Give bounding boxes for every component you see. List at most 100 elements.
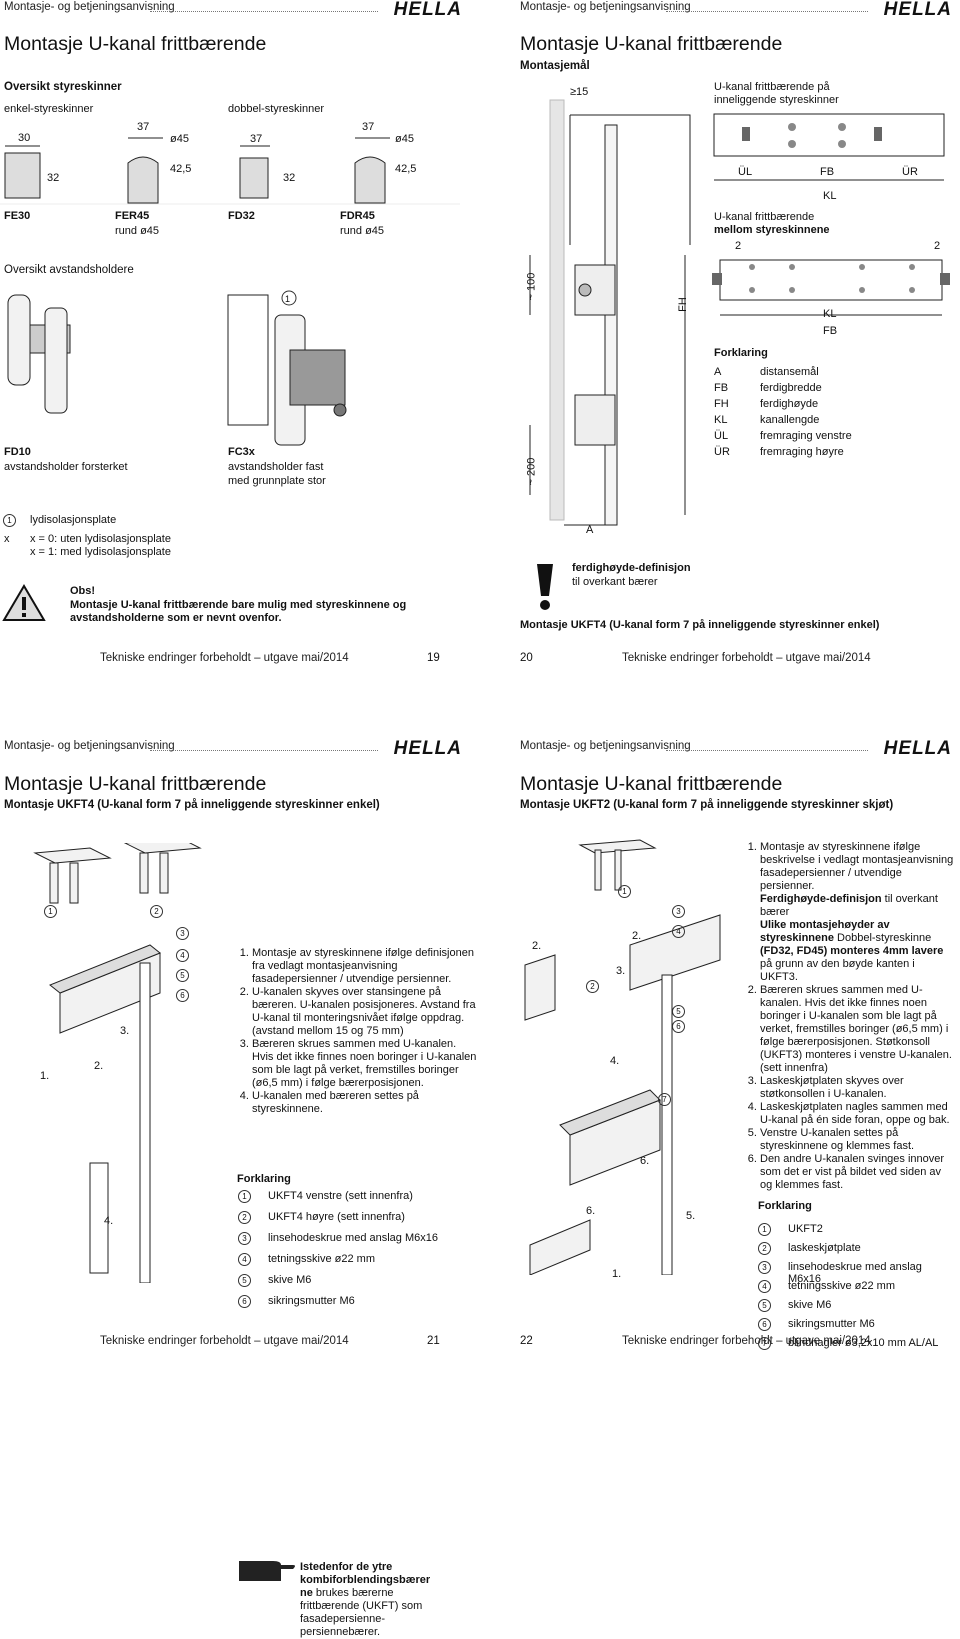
dim-200: ~ 200 — [525, 457, 538, 486]
dim-2: 2 — [934, 240, 941, 252]
legend-value: tetningsskive ø22 mm — [268, 1253, 375, 1265]
dim-label: 32 — [283, 172, 296, 184]
page-header: Montasje- og betjeningsanvisning HELLA — [490, 738, 960, 761]
page-header: Montasje- og betjeningsanvisning HELLA — [0, 0, 470, 22]
figure-step-label: 1. — [612, 1268, 622, 1280]
step-item: Den andre U-kanalen svinges innover som … — [760, 1153, 955, 1192]
page-subtitle: Montasje UKFT2 (U-kanal form 7 på inneli… — [520, 799, 894, 811]
figure-marker-icon: 4 — [672, 925, 685, 938]
dim-label: 37 — [250, 133, 263, 145]
rail-name: FDR45 — [340, 210, 375, 222]
legend-marker-icon: 4 — [238, 1253, 251, 1266]
figure-marker-icon: 3 — [176, 927, 189, 940]
page-title: Montasje U-kanal frittbærende — [520, 773, 783, 795]
dim-label: ≥15 — [570, 86, 589, 98]
legend-value: UKFT4 høyre (sett innenfra) — [268, 1211, 405, 1223]
manual-label: Montasje- og betjeningsanvisning — [4, 740, 175, 752]
channel-top-view-1 — [713, 113, 945, 181]
figure-step-label: 6. — [640, 1155, 650, 1167]
joint-assembly-illustration — [524, 839, 721, 1275]
definition-title: ferdighøyde-definisjon — [572, 562, 691, 574]
manual-label: Montasje- og betjeningsanvisning — [4, 1, 175, 13]
dim-100: ~ 100 — [525, 272, 538, 301]
legend-value: linsehodeskrue med anslag M6x16 — [788, 1261, 922, 1285]
dim-label: 37 — [137, 121, 150, 133]
legend-marker-icon: 3 — [238, 1232, 251, 1245]
legend-marker-icon: 4 — [758, 1280, 771, 1293]
legend-value: fremraging venstre — [760, 430, 852, 442]
legend-key: FH — [714, 398, 729, 410]
legend-value: skive M6 — [788, 1299, 832, 1311]
legend-value: UKFT4 venstre (sett innenfra) — [268, 1190, 413, 1202]
figure-marker-icon: 6 — [672, 1020, 685, 1033]
legend-value: laskeskjøtplate — [788, 1242, 861, 1254]
figure-marker-icon: 5 — [176, 969, 189, 982]
legend-value: UKFT2 — [788, 1223, 823, 1235]
legend-marker-icon: 6 — [238, 1295, 251, 1308]
legend-value: sikringsmutter M6 — [268, 1295, 355, 1307]
legend-title: Forklaring — [714, 347, 768, 359]
footer-text: Tekniske endringer forbeholdt – utgave m… — [100, 652, 349, 664]
rail-name: FE30 — [4, 210, 31, 222]
figure-step-label: 3. — [120, 1025, 130, 1037]
legend-value: ferdigbredde — [760, 382, 822, 394]
definition-text: til overkant bærer — [572, 576, 658, 588]
rail-name: FER45 — [115, 210, 150, 222]
page-title: Montasje U-kanal frittbærende — [520, 33, 783, 55]
dim-label: 42,5 — [170, 163, 192, 175]
step-item: Bæreren skrues sammen med U-kanalen. Hvi… — [760, 984, 955, 1075]
channel-top-view-2 — [712, 259, 950, 316]
legend-key: x — [4, 533, 10, 545]
hella-logo: HELLA — [883, 0, 952, 20]
legend-text: lydisolasjonsplate — [30, 514, 117, 526]
figure-marker-icon: 1 — [44, 905, 57, 918]
figure-step-label: 5. — [686, 1210, 696, 1222]
figure-marker-icon: 5 — [672, 1005, 685, 1018]
figure-step-label: 3. — [616, 965, 626, 977]
legend-value: ferdighøyde — [760, 398, 819, 410]
dim-a: A — [586, 524, 594, 536]
step-item: Laskeskjøtplaten nagles sammen med U-kan… — [760, 1101, 955, 1127]
step-item: Bæreren skrues sammen med U-kanalen. Hvi… — [252, 1038, 477, 1090]
dim-fh: FH — [676, 297, 689, 312]
page-19: Montasje- og betjeningsanvisning HELLA M… — [0, 0, 470, 690]
hella-logo: HELLA — [393, 0, 462, 20]
legend-text: x = 0: uten lydisolasjonsplate — [30, 533, 171, 545]
footer-text: Tekniske endringer forbeholdt – utgave m… — [622, 1335, 871, 1347]
section-title: Oversikt styreskinner — [4, 81, 122, 93]
fd10-desc: avstandsholder forsterket — [4, 461, 128, 473]
variant-title: inneliggende styreskinner — [714, 94, 839, 106]
fd10-title: FD10 — [4, 446, 31, 458]
step-item: Laskeskjøtplaten skyves over støtkonsoll… — [760, 1075, 955, 1101]
figure-marker-icon: 2 — [586, 980, 599, 993]
page-subtitle: Montasje UKFT4 (U-kanal form 7 på inneli… — [4, 799, 380, 811]
page-number: 22 — [520, 1335, 533, 1347]
figure-step-label: 2. — [632, 930, 642, 942]
section-title: Oversikt avstandsholdere — [4, 264, 134, 276]
section-title: Montasjemål — [520, 60, 590, 72]
page-number: 19 — [427, 652, 440, 664]
exclamation-icon — [537, 564, 553, 610]
obs-text: avstandsholderne som er nevnt ovenfor. — [70, 612, 282, 624]
dim-label: 42,5 — [395, 163, 417, 175]
dim-label: ø45 — [170, 133, 189, 145]
figure-step-label: 6. — [586, 1205, 596, 1217]
legend-marker-icon: 2 — [238, 1211, 251, 1224]
marker-1-icon: 1 — [3, 514, 16, 527]
fc3x-desc: avstandsholder fast — [228, 461, 324, 473]
legend-marker-icon: 6 — [758, 1318, 771, 1331]
legend-value: skive M6 — [268, 1274, 312, 1286]
legend-key: A — [714, 366, 722, 378]
dim-ul: ÜL — [738, 166, 753, 178]
assembly-illustration — [33, 843, 202, 1283]
label-single-rails: enkel-styreskinner — [4, 103, 94, 115]
figure-marker-icon: 1 — [618, 885, 631, 898]
legend-title: Forklaring — [758, 1200, 812, 1212]
marker-1: 1 — [285, 294, 291, 304]
fc3x-desc: med grunnplate stor — [228, 475, 326, 487]
legend-key: FB — [714, 382, 729, 394]
step-item: U-kanalen med bæreren settes på styreski… — [252, 1090, 477, 1116]
step-item: Venstre U-kanalen settes på styreskinnen… — [760, 1127, 955, 1153]
variant-title: U-kanal frittbærende på — [714, 81, 830, 93]
legend-marker-icon: 2 — [758, 1242, 771, 1255]
